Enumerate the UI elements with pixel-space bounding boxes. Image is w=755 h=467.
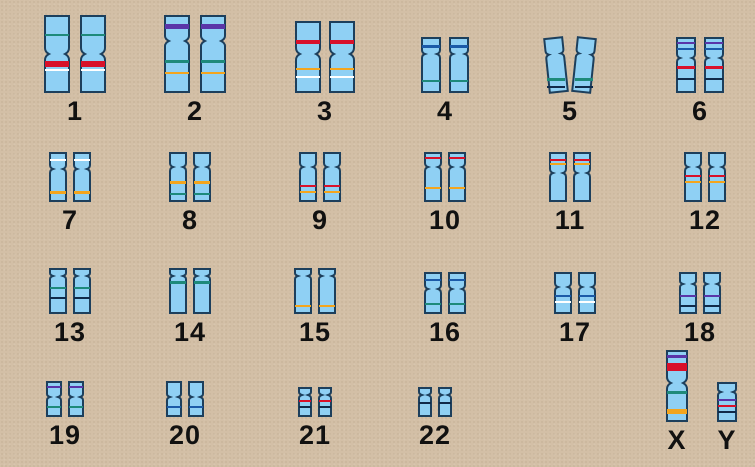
chromosome-11a — [546, 151, 570, 203]
chromosome-y-column: Y — [714, 381, 740, 455]
chromosome-16a — [421, 271, 445, 315]
chromosome-pair-14: 14 — [150, 255, 230, 347]
chromosome-11b — [570, 151, 594, 203]
pair-label-19: 19 — [49, 420, 81, 450]
chromosome-y — [714, 381, 740, 423]
chromosome-4b — [445, 36, 473, 94]
pair-label-11: 11 — [555, 205, 586, 235]
pair-label-2: 2 — [187, 96, 203, 126]
pair-label-15: 15 — [299, 317, 331, 347]
chromosome-2a — [159, 14, 195, 94]
chromosome-19b — [65, 380, 87, 418]
chromosome-6a — [672, 36, 700, 94]
chromosome-15b — [315, 267, 339, 315]
pair-label-9: 9 — [312, 205, 328, 235]
chromosome-13a — [46, 267, 70, 315]
chromosome-18a — [676, 271, 700, 315]
chromosome-pair-6: 6 — [655, 14, 745, 126]
chromosome-3a — [291, 20, 325, 94]
pair-label-y: Y — [717, 425, 736, 455]
chromosome-pair-12: 12 — [665, 140, 745, 235]
pair-label-7: 7 — [62, 205, 78, 235]
chromosome-pair-20: 20 — [150, 365, 220, 450]
chromosome-16b — [445, 271, 469, 315]
pair-label-13: 13 — [54, 317, 86, 347]
chromosome-8a — [166, 151, 190, 203]
chromosome-pair-22: 22 — [400, 365, 470, 450]
chromosome-17a — [551, 271, 575, 315]
chromosome-1b — [75, 14, 111, 94]
chromosome-3b — [325, 20, 359, 94]
chromosome-6b — [700, 36, 728, 94]
pair-label-5: 5 — [562, 96, 578, 126]
chromosome-22b — [435, 386, 455, 418]
pair-label-21: 21 — [299, 420, 331, 450]
chromosome-21b — [315, 386, 335, 418]
chromosome-pair-5: 5 — [525, 14, 615, 126]
chromosome-22a — [415, 386, 435, 418]
chromosome-13b — [70, 267, 94, 315]
chromosome-7a — [46, 151, 70, 203]
pair-label-12: 12 — [689, 205, 721, 235]
chromosome-pair-1: 1 — [20, 14, 130, 126]
pair-label-20: 20 — [169, 420, 201, 450]
chromosome-7b — [70, 151, 94, 203]
chromosome-21a — [295, 386, 315, 418]
chromosome-pair-9: 9 — [280, 140, 360, 235]
chromosome-14a — [166, 267, 190, 315]
chromosome-15a — [291, 267, 315, 315]
chromosome-pair-15: 15 — [275, 255, 355, 347]
chromosome-pair-7: 7 — [30, 140, 110, 235]
chromosome-5b — [570, 36, 598, 94]
chromosome-1a — [39, 14, 75, 94]
pair-label-x: X — [667, 425, 686, 455]
chromosome-8b — [190, 151, 214, 203]
chromosome-pair-10: 10 — [405, 140, 485, 235]
chromosome-10a — [421, 151, 445, 203]
pair-label-6: 6 — [692, 96, 708, 126]
pair-label-8: 8 — [182, 205, 198, 235]
chromosome-20a — [163, 380, 185, 418]
chromosome-9b — [320, 151, 344, 203]
chromosome-pair-16: 16 — [405, 255, 485, 347]
pair-label-17: 17 — [559, 317, 591, 347]
chromosome-2b — [195, 14, 231, 94]
chromosome-x-column: X — [662, 349, 692, 455]
chromosome-pair-13: 13 — [30, 255, 110, 347]
chromosome-14b — [190, 267, 214, 315]
pair-label-16: 16 — [429, 317, 461, 347]
chromosome-18b — [700, 271, 724, 315]
pair-label-10: 10 — [429, 205, 461, 235]
chromosome-pair-8: 8 — [150, 140, 230, 235]
chromosome-pair-4: 4 — [400, 14, 490, 126]
chromosome-pair-17: 17 — [535, 255, 615, 347]
chromosome-pair-11: 11 — [530, 140, 610, 235]
sex-chromosome-pair: X Y — [630, 335, 740, 455]
chromosome-12a — [681, 151, 705, 203]
pair-label-3: 3 — [317, 96, 333, 126]
chromosome-pair-2: 2 — [140, 14, 250, 126]
chromosome-x — [662, 349, 692, 423]
pair-label-1: 1 — [67, 96, 83, 126]
pair-label-14: 14 — [174, 317, 206, 347]
chromosome-12b — [705, 151, 729, 203]
chromosome-5a — [542, 36, 570, 94]
chromosome-20b — [185, 380, 207, 418]
chromosome-9a — [296, 151, 320, 203]
chromosome-19a — [43, 380, 65, 418]
pair-label-22: 22 — [419, 420, 451, 450]
chromosome-17b — [575, 271, 599, 315]
chromosome-pair-3: 3 — [270, 14, 380, 126]
chromosome-10b — [445, 151, 469, 203]
chromosome-pair-18: 18 — [660, 255, 740, 347]
pair-label-4: 4 — [437, 96, 453, 126]
chromosome-pair-19: 19 — [30, 365, 100, 450]
chromosome-4a — [417, 36, 445, 94]
chromosome-pair-21: 21 — [280, 365, 350, 450]
